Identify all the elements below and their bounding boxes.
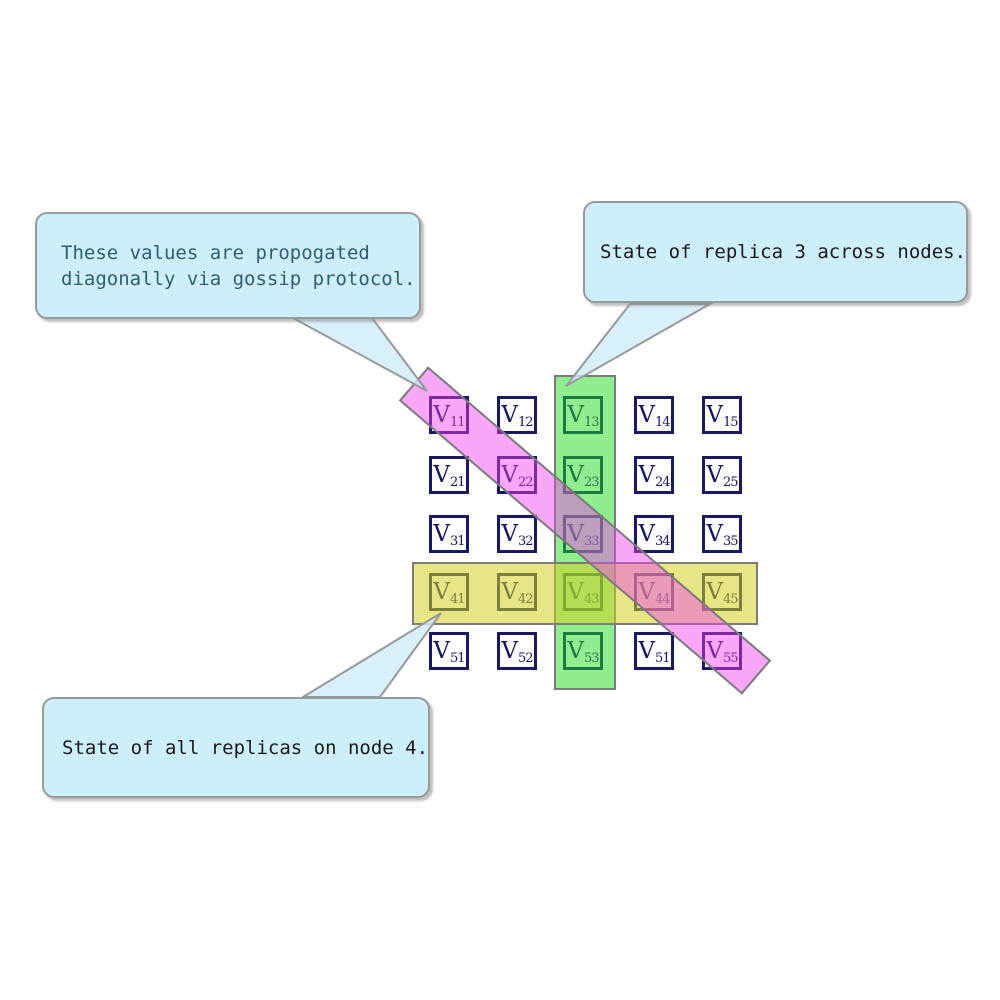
cell-symbol: V	[501, 520, 519, 547]
cell-symbol: V	[638, 520, 656, 547]
cell-subscript: 12	[518, 414, 534, 430]
cell-subscript: 31	[450, 533, 466, 549]
gossip-callout: These values are propogated diagonally v…	[35, 212, 421, 319]
gossip-callout-tail	[292, 317, 428, 392]
node-row-highlight	[412, 562, 758, 625]
cell-symbol: V	[706, 637, 724, 664]
cell-subscript: 22	[518, 474, 534, 490]
gossip-callout-line-2: diagonally via gossip protocol.	[61, 267, 416, 290]
cell-subscript: 34	[655, 533, 671, 549]
cell-subscript: 24	[655, 474, 671, 490]
cell-symbol: V	[706, 401, 724, 428]
node4-callout: State of all replicas on node 4.	[42, 697, 430, 798]
node-callout-tail	[299, 612, 442, 698]
cell-subscript: 32	[518, 533, 534, 549]
replica-callout-tail	[565, 303, 714, 387]
replica3-callout: State of replica 3 across nodes.	[583, 201, 968, 303]
cell-symbol: V	[638, 401, 656, 428]
cell-symbol: V	[433, 401, 451, 428]
cell-subscript: 14	[655, 414, 671, 430]
cell-symbol: V	[706, 520, 724, 547]
cell-subscript: 52	[518, 650, 534, 666]
cell-symbol: V	[433, 461, 451, 488]
cell-symbol: V	[638, 461, 656, 488]
cell-subscript: 55	[723, 650, 739, 666]
cell-symbol: V	[638, 637, 656, 664]
cell-symbol: V	[501, 637, 519, 664]
cell-symbol: V	[706, 461, 724, 488]
cell-subscript: 21	[450, 474, 466, 490]
cell-symbol: V	[433, 637, 451, 664]
cell-subscript: 35	[723, 533, 739, 549]
cell-subscript: 51	[655, 650, 671, 666]
cell-subscript: 11	[450, 414, 466, 430]
cell-subscript: 25	[723, 474, 739, 490]
cell-subscript: 51	[450, 650, 466, 666]
cell-symbol: V	[501, 401, 519, 428]
replica-column-highlight	[554, 375, 616, 690]
cell-subscript: 15	[723, 414, 739, 430]
gossip-callout-line-1: These values are propogated	[61, 241, 370, 264]
replica3-callout-line-1: State of replica 3 across nodes.	[600, 241, 967, 263]
cell-symbol: V	[501, 461, 519, 488]
cell-symbol: V	[433, 520, 451, 547]
node4-callout-line-1: State of all replicas on node 4.	[62, 736, 429, 759]
